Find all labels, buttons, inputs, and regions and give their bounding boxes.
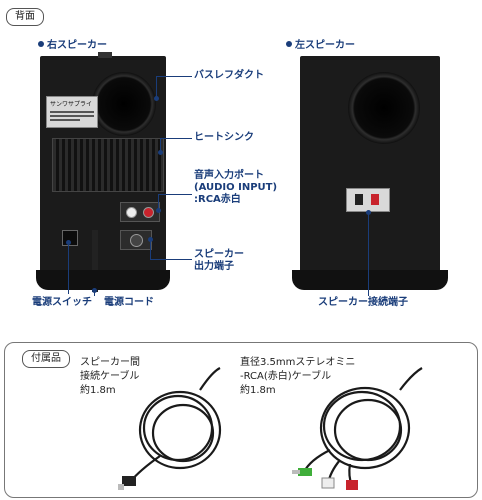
label-audio-input: 音声入力ポート (AUDIO INPUT) :RCA赤白 <box>194 170 278 205</box>
section-title: 背面 <box>15 11 35 22</box>
accessory-item-2-text: 直径3.5mmステレオミニ -RCA(赤白)ケーブル 約1.8m <box>240 357 356 396</box>
rca-input-panel <box>120 202 160 222</box>
label-bass-duct: バスレフダクト <box>194 70 264 81</box>
left-speaker-caption: 左スピーカー <box>286 36 355 51</box>
accessories-title: 付属品 <box>31 353 61 364</box>
rca-white-jack-icon <box>126 207 137 218</box>
left-terminal-plate <box>346 188 390 212</box>
terminal-black-icon <box>355 194 363 205</box>
accessory-item-1-text: スピーカー間 接続ケーブル 約1.8m <box>80 357 140 396</box>
accessories-title-badge: 付属品 <box>22 350 70 368</box>
label-heat-sink: ヒートシンク <box>194 132 254 143</box>
speaker-out-jack-icon <box>130 234 143 247</box>
left-speaker-base <box>292 270 448 290</box>
speaker-connection-cable-image <box>118 367 222 490</box>
section-title-badge: 背面 <box>6 8 44 26</box>
label-connection-terminal: スピーカー接続端子 <box>318 297 408 308</box>
bullet-icon <box>38 41 44 47</box>
left-bass-port <box>348 72 420 144</box>
label-speaker-output: スピーカー 出力端子 <box>194 249 244 272</box>
heat-sink <box>52 138 164 192</box>
top-knob <box>98 52 112 58</box>
stereo-mini-rca-cable-image <box>292 367 423 490</box>
bass-duct-port <box>92 72 156 136</box>
terminal-red-icon <box>371 194 379 205</box>
label-power-cord: 電源コード <box>104 297 154 308</box>
label-power-switch: 電源スイッチ <box>32 297 92 308</box>
right-speaker-caption: 右スピーカー <box>38 36 107 51</box>
bullet-icon <box>286 41 292 47</box>
power-cord <box>92 230 98 292</box>
right-speaker-base <box>36 270 170 290</box>
rca-red-jack-icon <box>143 207 154 218</box>
brand-plate-text: サンワサプライ <box>50 101 93 108</box>
rating-plate: サンワサプライ <box>46 96 98 128</box>
